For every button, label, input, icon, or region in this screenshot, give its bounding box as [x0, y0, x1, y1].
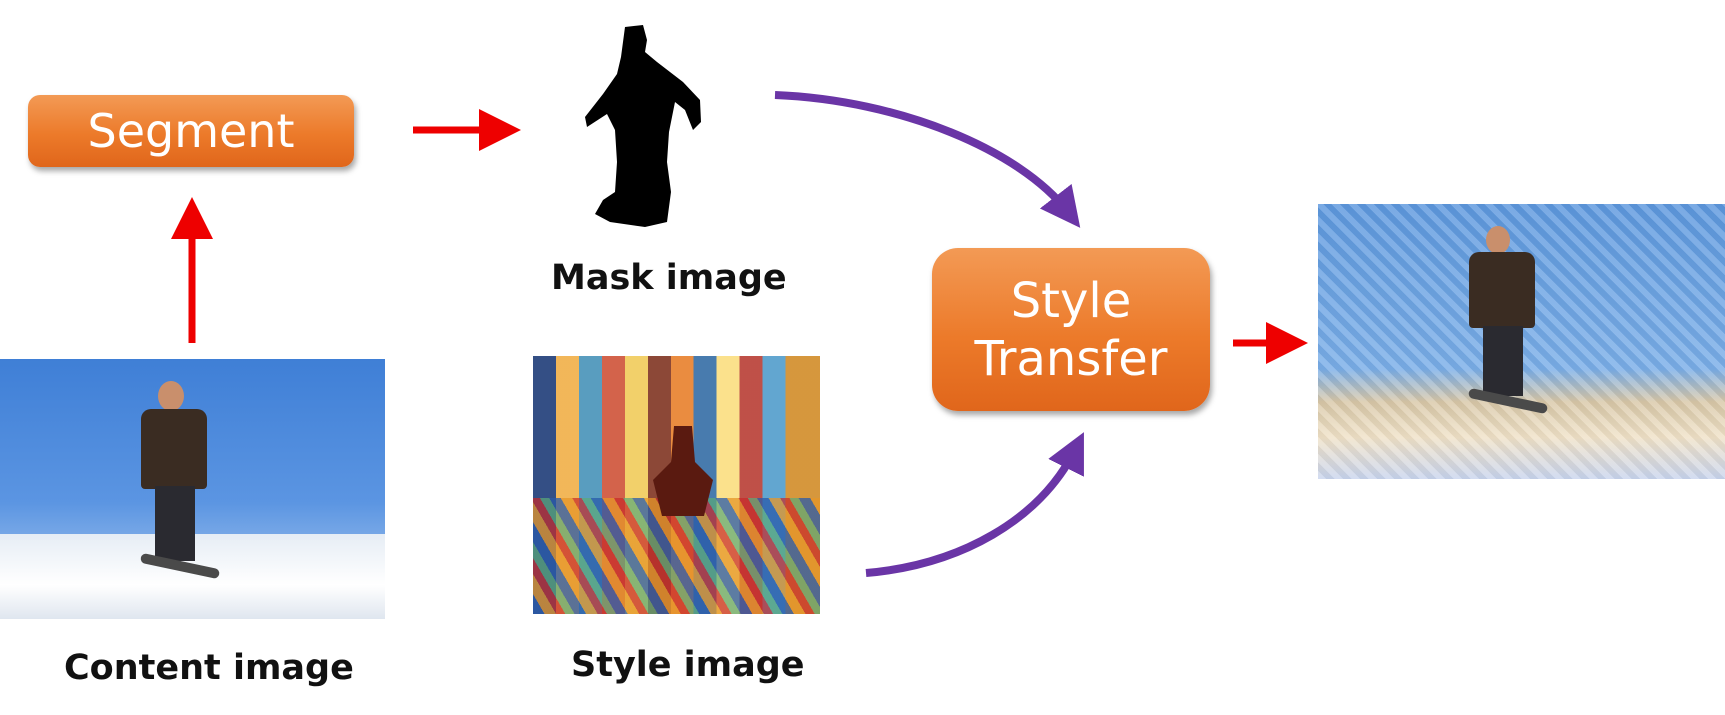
segment-label: Segment: [87, 104, 295, 158]
mask-image: [585, 25, 701, 227]
result-image: [1318, 204, 1725, 479]
style-image-caption: Style image: [571, 645, 805, 685]
stylized-snowboarder-figure: [1453, 226, 1573, 446]
style-image-figure: [653, 426, 713, 516]
arrow-mask-to-style-transfer: [774, 91, 1081, 228]
style-image-brushwork: [533, 497, 820, 614]
mask-image-caption: Mask image: [551, 258, 787, 298]
style-transfer-label-line1: Style: [1010, 272, 1132, 329]
style-transfer-node: Style Transfer: [932, 248, 1210, 411]
content-image: [0, 359, 385, 619]
style-transfer-label-line2: Transfer: [974, 330, 1168, 387]
segment-node: Segment: [28, 95, 354, 167]
arrow-style-to-style-transfer: [865, 432, 1084, 577]
style-image: [533, 356, 820, 614]
snowboarder-figure: [125, 381, 245, 601]
content-image-caption: Content image: [64, 648, 354, 688]
